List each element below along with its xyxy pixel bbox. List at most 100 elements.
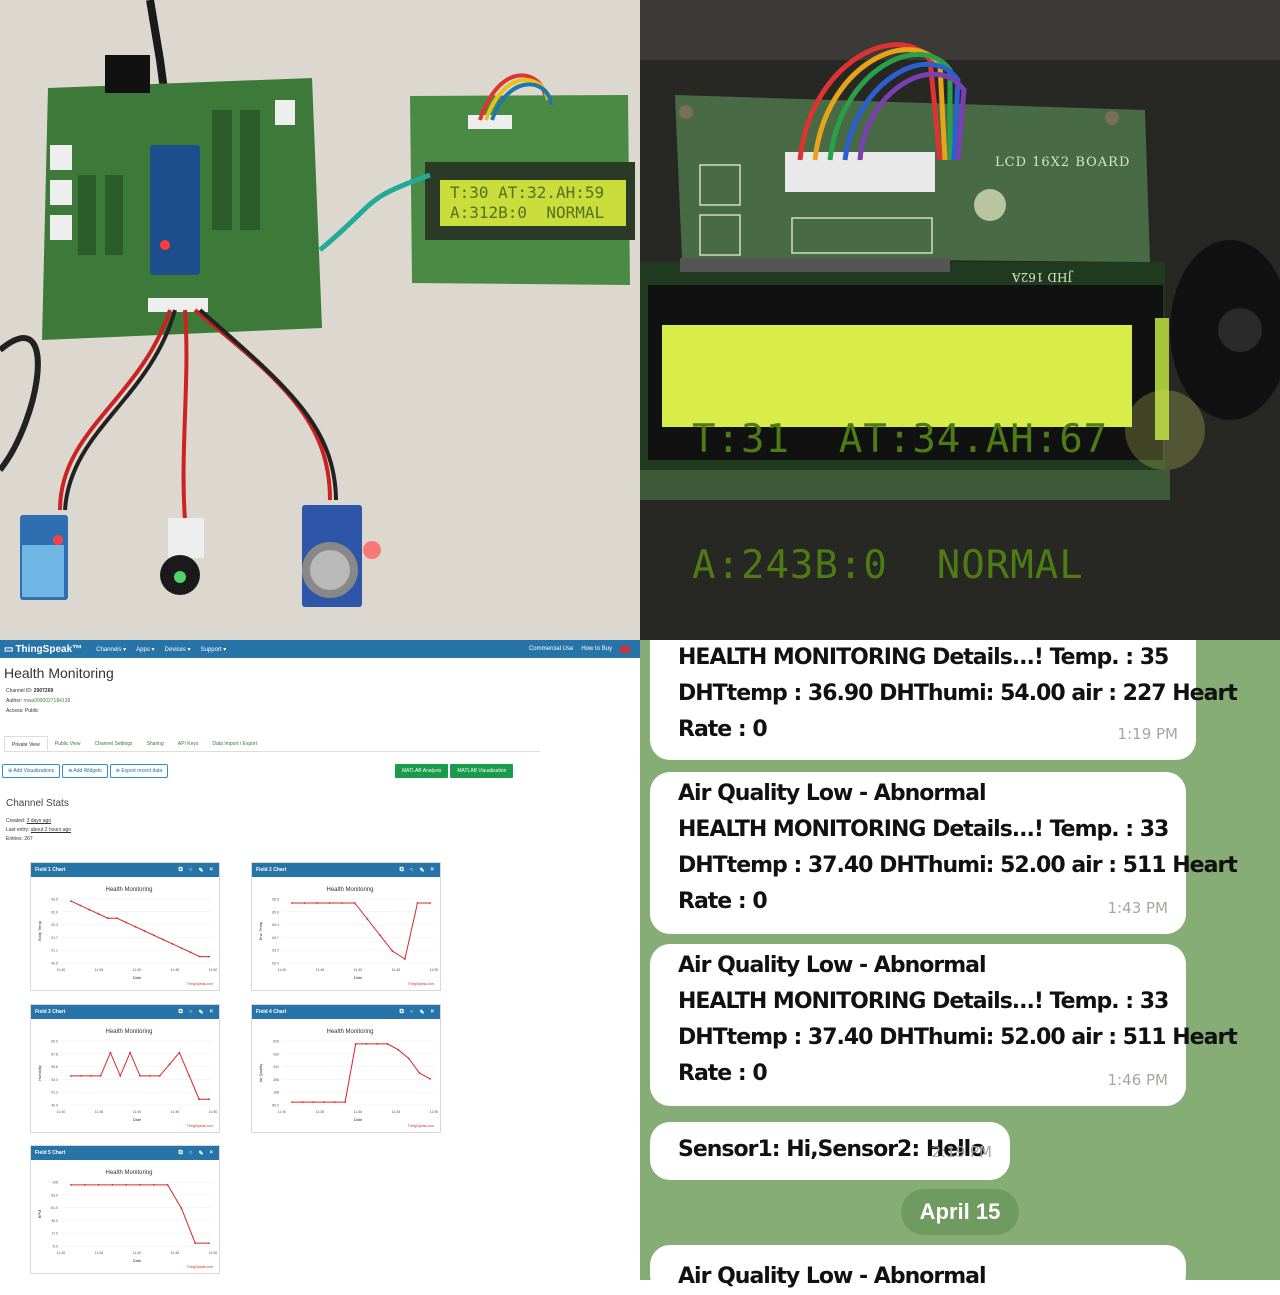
thingspeak-logo[interactable]: ▭ ThingSpeak™ <box>4 644 82 655</box>
y-tick-label: 344 <box>273 1065 279 1069</box>
y-tick-label: 92.3 <box>51 923 58 927</box>
message-line: Sensor1: Hi,Sensor2: Hello <box>678 1137 985 1162</box>
author-row: Author: mwa0000027184138 <box>6 698 70 704</box>
tab-private-view[interactable]: Private View <box>4 736 48 751</box>
data-point <box>188 1075 191 1077</box>
close-icon[interactable]: × <box>209 1008 213 1015</box>
comment-icon[interactable]: ○ <box>409 866 414 873</box>
message-line: Rate : 0 <box>678 717 768 742</box>
y-tick-label: 64.3 <box>272 923 279 927</box>
data-point <box>341 902 344 904</box>
y-tick-label: 105 <box>52 1181 58 1185</box>
data-point <box>429 1077 431 1080</box>
tab-api-keys[interactable]: API Keys <box>177 741 199 747</box>
data-point <box>180 947 183 949</box>
data-point <box>119 1075 122 1077</box>
comment-icon[interactable]: ○ <box>188 1008 193 1015</box>
nav-support[interactable]: Support ▾ <box>200 646 227 653</box>
open-external-icon[interactable]: ⧉ <box>399 1008 404 1015</box>
add-widgets-button[interactable]: ⊕ Add Widgets <box>62 764 108 778</box>
lcd-large-line2: A:243B:0 NORMAL <box>692 543 1084 588</box>
author-link[interactable]: mwa0000027184138 <box>23 698 71 704</box>
data-point <box>97 913 100 915</box>
data-point <box>152 934 155 937</box>
lcd-small-line2: A:312B:0 NORMAL <box>450 203 605 222</box>
data-point <box>134 925 137 928</box>
edit-icon[interactable]: ✎ <box>419 1009 425 1016</box>
edit-icon[interactable]: ✎ <box>419 867 425 874</box>
close-icon[interactable]: × <box>209 866 213 873</box>
comment-icon[interactable]: ○ <box>188 1149 193 1156</box>
watermark: ThingSpeak.com <box>187 1265 213 1269</box>
comment-icon[interactable]: ○ <box>409 1008 414 1015</box>
data-point <box>353 902 356 904</box>
tab-data-import-export[interactable]: Data Import / Export <box>212 741 258 747</box>
close-icon[interactable]: × <box>209 1149 213 1156</box>
open-external-icon[interactable]: ⧉ <box>178 1008 183 1015</box>
nav-devices[interactable]: Devices ▾ <box>164 646 191 653</box>
watermark: ThingSpeak.com <box>187 982 213 986</box>
close-icon[interactable]: × <box>430 1008 434 1015</box>
data-point <box>198 955 201 958</box>
open-external-icon[interactable]: ⧉ <box>178 866 183 873</box>
user-avatar-icon[interactable] <box>620 645 630 653</box>
x-axis-label: Date <box>133 975 142 980</box>
message-bubble-5[interactable]: Air Quality Low - Abnormal <box>650 1245 1186 1295</box>
edit-icon[interactable]: ✎ <box>198 1009 204 1016</box>
data-point <box>88 908 91 911</box>
chart-title: Health Monitoring <box>105 887 152 893</box>
y-tick-label: 60.0 <box>51 1040 58 1044</box>
add-visualizations-button[interactable]: ⊕ Add Visualizations <box>2 764 61 778</box>
channel-stats-title: Channel Stats <box>6 798 69 809</box>
export-recent-data-button[interactable]: ⊕ Export recent data <box>109 764 169 778</box>
message-bubble-3[interactable]: Air Quality Low - Abnormal HEALTH MONITO… <box>650 944 1238 1106</box>
y-axis-label: Humidity <box>37 1065 42 1081</box>
data-point <box>139 1184 141 1186</box>
y-tick-label: 80.0 <box>272 1104 279 1108</box>
chart-title: Health Monitoring <box>326 887 373 893</box>
x-tick-label: 11:40 <box>278 1110 287 1114</box>
data-point <box>89 1075 92 1077</box>
lcd-closeup-photo: LCD 16X2 BOARD JHD 162A T:31 AT:34.AH:67… <box>640 0 1280 640</box>
open-external-icon[interactable]: ⧉ <box>178 1149 183 1156</box>
matlab-visualization-button[interactable]: MATLAB Visualization <box>450 764 514 778</box>
field5-chart: Health MonitoringBPM-5.017.039.061.083.0… <box>37 1170 217 1269</box>
nav-apps[interactable]: Apps ▾ <box>136 646 155 653</box>
edit-icon[interactable]: ✎ <box>198 867 204 874</box>
lcd-model-label: JHD 162A <box>1012 270 1073 284</box>
data-point <box>189 951 192 954</box>
channel-id-label: Channel ID: <box>6 688 33 694</box>
message-line: Air Quality Low - Abnormal <box>678 953 987 978</box>
message-bubble-4[interactable]: Sensor1: Hi,Sensor2: Hello 2:19 PM <box>650 1122 1010 1180</box>
tab-sharing[interactable]: Sharing <box>146 741 164 747</box>
tab-public-view[interactable]: Public View <box>54 741 81 747</box>
message-line: HEALTH MONITORING Details...! Temp. : 33 <box>678 817 1169 842</box>
open-external-icon[interactable]: ⧉ <box>399 866 404 873</box>
nav-channels[interactable]: Channels ▾ <box>96 646 127 653</box>
edit-icon[interactable]: ✎ <box>198 1150 204 1157</box>
close-icon[interactable]: × <box>430 866 434 873</box>
message-bubble-1[interactable]: HEALTH MONITORING Details...! Temp. : 35… <box>650 640 1238 760</box>
data-point <box>70 1075 72 1077</box>
data-point <box>397 1048 400 1051</box>
x-tick-label: 11:45 <box>171 1110 180 1114</box>
tab-channel-settings[interactable]: Channel Settings <box>94 741 133 747</box>
y-tick-label: 91.1 <box>51 949 58 953</box>
comment-icon[interactable]: ○ <box>188 866 193 873</box>
data-point <box>83 1184 86 1186</box>
nav-commercial-use[interactable]: Commercial Use <box>528 646 574 652</box>
channel-tabs: Private View Public View Channel Setting… <box>4 736 540 752</box>
thingspeak-navbar: ▭ ThingSpeak™ Channels ▾ Apps ▾ Devices … <box>0 640 640 658</box>
data-point <box>344 1101 346 1103</box>
data-point <box>109 1051 112 1054</box>
nav-how-to-buy[interactable]: How to Buy <box>581 646 612 652</box>
y-axis-label: Air Quality <box>258 1064 263 1082</box>
data-point <box>386 1043 389 1045</box>
matlab-analysis-button[interactable]: MATLAB Analysis <box>395 764 449 778</box>
export-recent-data-label: Export recent data <box>121 768 163 774</box>
message-bubble-2[interactable]: Air Quality Low - Abnormal HEALTH MONITO… <box>650 772 1238 934</box>
data-point <box>378 934 381 936</box>
